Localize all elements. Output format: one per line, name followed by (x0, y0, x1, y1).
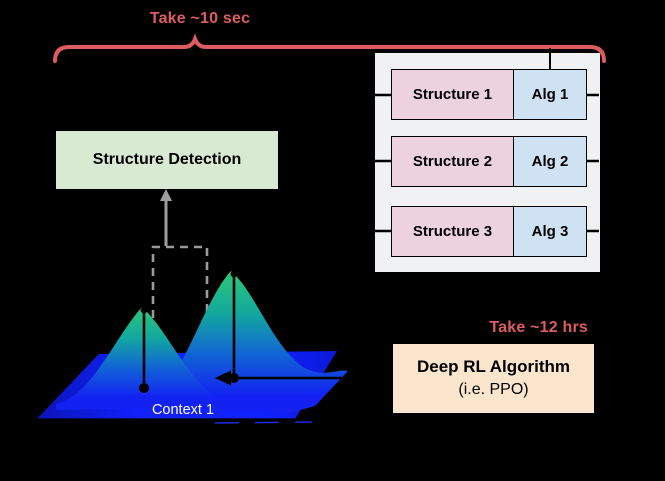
detection-arrowhead-icon (160, 189, 172, 201)
context-label: Context 1 (151, 402, 215, 418)
alg-1-cell: Alg 1 (513, 70, 586, 119)
pair-row-2: Structure 2 Alg 2 (391, 136, 587, 187)
left-peak-base-dot (139, 383, 149, 393)
alg-3-cell: Alg 3 (513, 207, 586, 256)
surface-peak-left (56, 307, 218, 410)
pair-row-1: Structure 1 Alg 1 (391, 69, 587, 120)
structure-2-cell: Structure 2 (392, 137, 513, 186)
surface-front-edge (214, 421, 313, 424)
left-peak-top-dot (140, 306, 148, 314)
surface-peak-right (146, 271, 348, 413)
bottom-duration-label: Take ~12 hrs (489, 319, 588, 336)
structure-detection-box: Structure Detection (56, 131, 278, 189)
right-peak-top-dot (230, 270, 238, 278)
right-peak-base-dot (229, 373, 239, 383)
top-duration-label: Take ~10 sec (149, 10, 251, 27)
deep-rl-arrowhead-icon (215, 370, 231, 386)
deep-rl-subtitle: (i.e. PPO) (458, 381, 529, 399)
structure-3-cell: Structure 3 (392, 207, 513, 256)
deep-rl-box: Deep RL Algorithm (i.e. PPO) (393, 344, 594, 413)
alg-2-cell: Alg 2 (513, 137, 586, 186)
structure-1-cell: Structure 1 (392, 70, 513, 119)
dashed-selection-box (151, 245, 209, 332)
pair-row-3: Structure 3 Alg 3 (391, 206, 587, 257)
deep-rl-title: Deep RL Algorithm (416, 357, 570, 377)
